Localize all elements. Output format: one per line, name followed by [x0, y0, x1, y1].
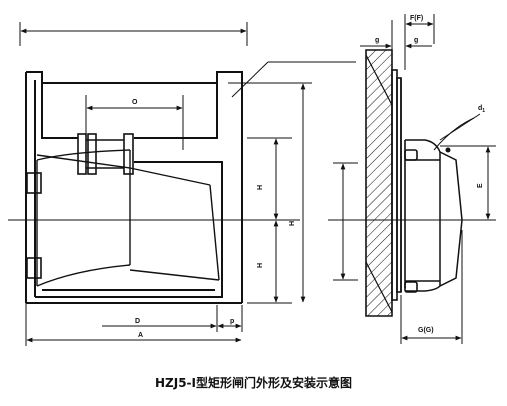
- leader-line: [231, 61, 269, 98]
- dimension-G: [400, 230, 463, 344]
- label-H-total: H: [289, 221, 296, 226]
- top-dimension: [19, 22, 248, 46]
- dimension-H-pair: [247, 137, 292, 304]
- label-d-main: d: [478, 105, 482, 112]
- dimension-O: [85, 95, 184, 150]
- installation-view: [328, 14, 496, 344]
- dimension-E: [440, 145, 496, 221]
- label-H-lower: H: [257, 263, 264, 268]
- label-O: O: [132, 99, 138, 106]
- label-A: A: [138, 332, 143, 339]
- dimension-F-g: [360, 14, 435, 70]
- label-H-upper: H: [257, 185, 264, 190]
- label-G: G(G): [418, 327, 434, 334]
- gate-leaf: [26, 133, 220, 287]
- gate-nozzle: [404, 139, 463, 293]
- label-F: F(F): [410, 15, 423, 22]
- dimension-H-total: [228, 82, 312, 303]
- dimension-opening: [333, 162, 358, 281]
- label-E: E: [477, 183, 484, 188]
- label-d-sub: 1: [482, 108, 485, 114]
- label-d: d1: [478, 105, 485, 114]
- figure-caption: HZJ5-Ⅰ型矩形闸门外形及安装示意图: [154, 376, 352, 390]
- dimension-d1: [433, 113, 481, 153]
- label-g-right: g: [414, 37, 418, 44]
- wall-section: [365, 49, 393, 317]
- mounting-plates: [391, 69, 406, 301]
- label-p: p: [230, 318, 234, 325]
- dimension-D-p-A: [25, 303, 243, 346]
- label-D: D: [135, 318, 140, 325]
- label-g-left: g: [375, 37, 379, 44]
- gate-frame: [25, 71, 243, 304]
- front-view: [8, 22, 356, 346]
